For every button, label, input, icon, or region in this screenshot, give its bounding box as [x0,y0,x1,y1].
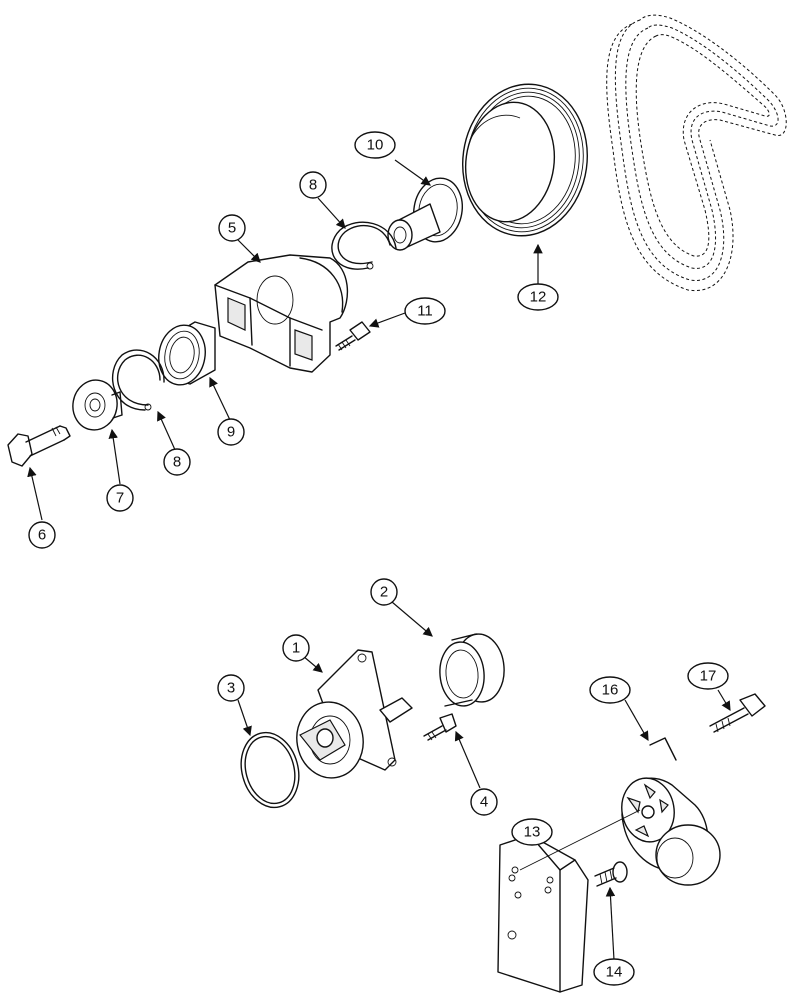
o-ring-3 [240,731,300,809]
callout-11: 11 [404,297,446,325]
leader-lines [27,159,731,961]
svg-text:9: 9 [227,424,235,441]
callout-5: 5 [218,214,246,242]
callout-4: 4 [470,788,498,816]
snap-ring-8-upper [331,221,397,270]
callout-6: 6 [28,521,56,549]
svg-text:11: 11 [417,303,433,320]
svg-text:13: 13 [524,824,541,841]
bolt-17 [709,693,766,733]
callout-2: 2 [370,578,398,606]
callout-8-upper: 8 [299,171,327,199]
drive-belt-phantom [606,14,787,292]
callout-8-lower: 8 [163,448,191,476]
bolt-11 [335,321,371,351]
svg-text:6: 6 [38,527,46,544]
callout-10: 10 [354,131,396,159]
water-pump-1 [296,649,413,779]
svg-text:17: 17 [700,668,717,685]
callout-17: 17 [687,662,729,690]
bolt-4 [423,713,457,741]
svg-text:16: 16 [602,682,619,699]
callout-13: 13 [511,818,553,846]
svg-text:2: 2 [380,584,388,601]
svg-text:7: 7 [116,490,124,507]
hub-10 [387,177,463,251]
screw-14 [594,861,628,887]
svg-text:14: 14 [606,964,623,981]
snap-ring-8-lower [112,349,165,411]
svg-text:5: 5 [228,220,236,237]
svg-text:10: 10 [367,137,384,154]
callout-12: 12 [517,283,559,311]
callout-1: 1 [282,634,310,662]
ring-2 [439,633,505,707]
housing-5 [214,254,349,373]
pulley-12 [461,83,589,237]
svg-text:8: 8 [173,454,181,471]
svg-text:1: 1 [292,640,300,657]
mounting-plate-13 [497,834,589,993]
bolt-6 [7,425,71,467]
callout-9: 9 [217,418,245,446]
callout-3: 3 [217,674,245,702]
callout-7: 7 [106,484,134,512]
svg-text:12: 12 [530,289,547,306]
alignment-line [519,809,641,871]
svg-text:4: 4 [480,794,488,811]
svg-text:3: 3 [227,680,235,697]
bearing-9 [158,321,216,386]
callout-16: 16 [589,676,631,704]
svg-text:8: 8 [309,177,317,194]
callout-14: 14 [593,958,635,986]
tensioner-16 [621,737,721,886]
washer-7 [72,379,123,431]
